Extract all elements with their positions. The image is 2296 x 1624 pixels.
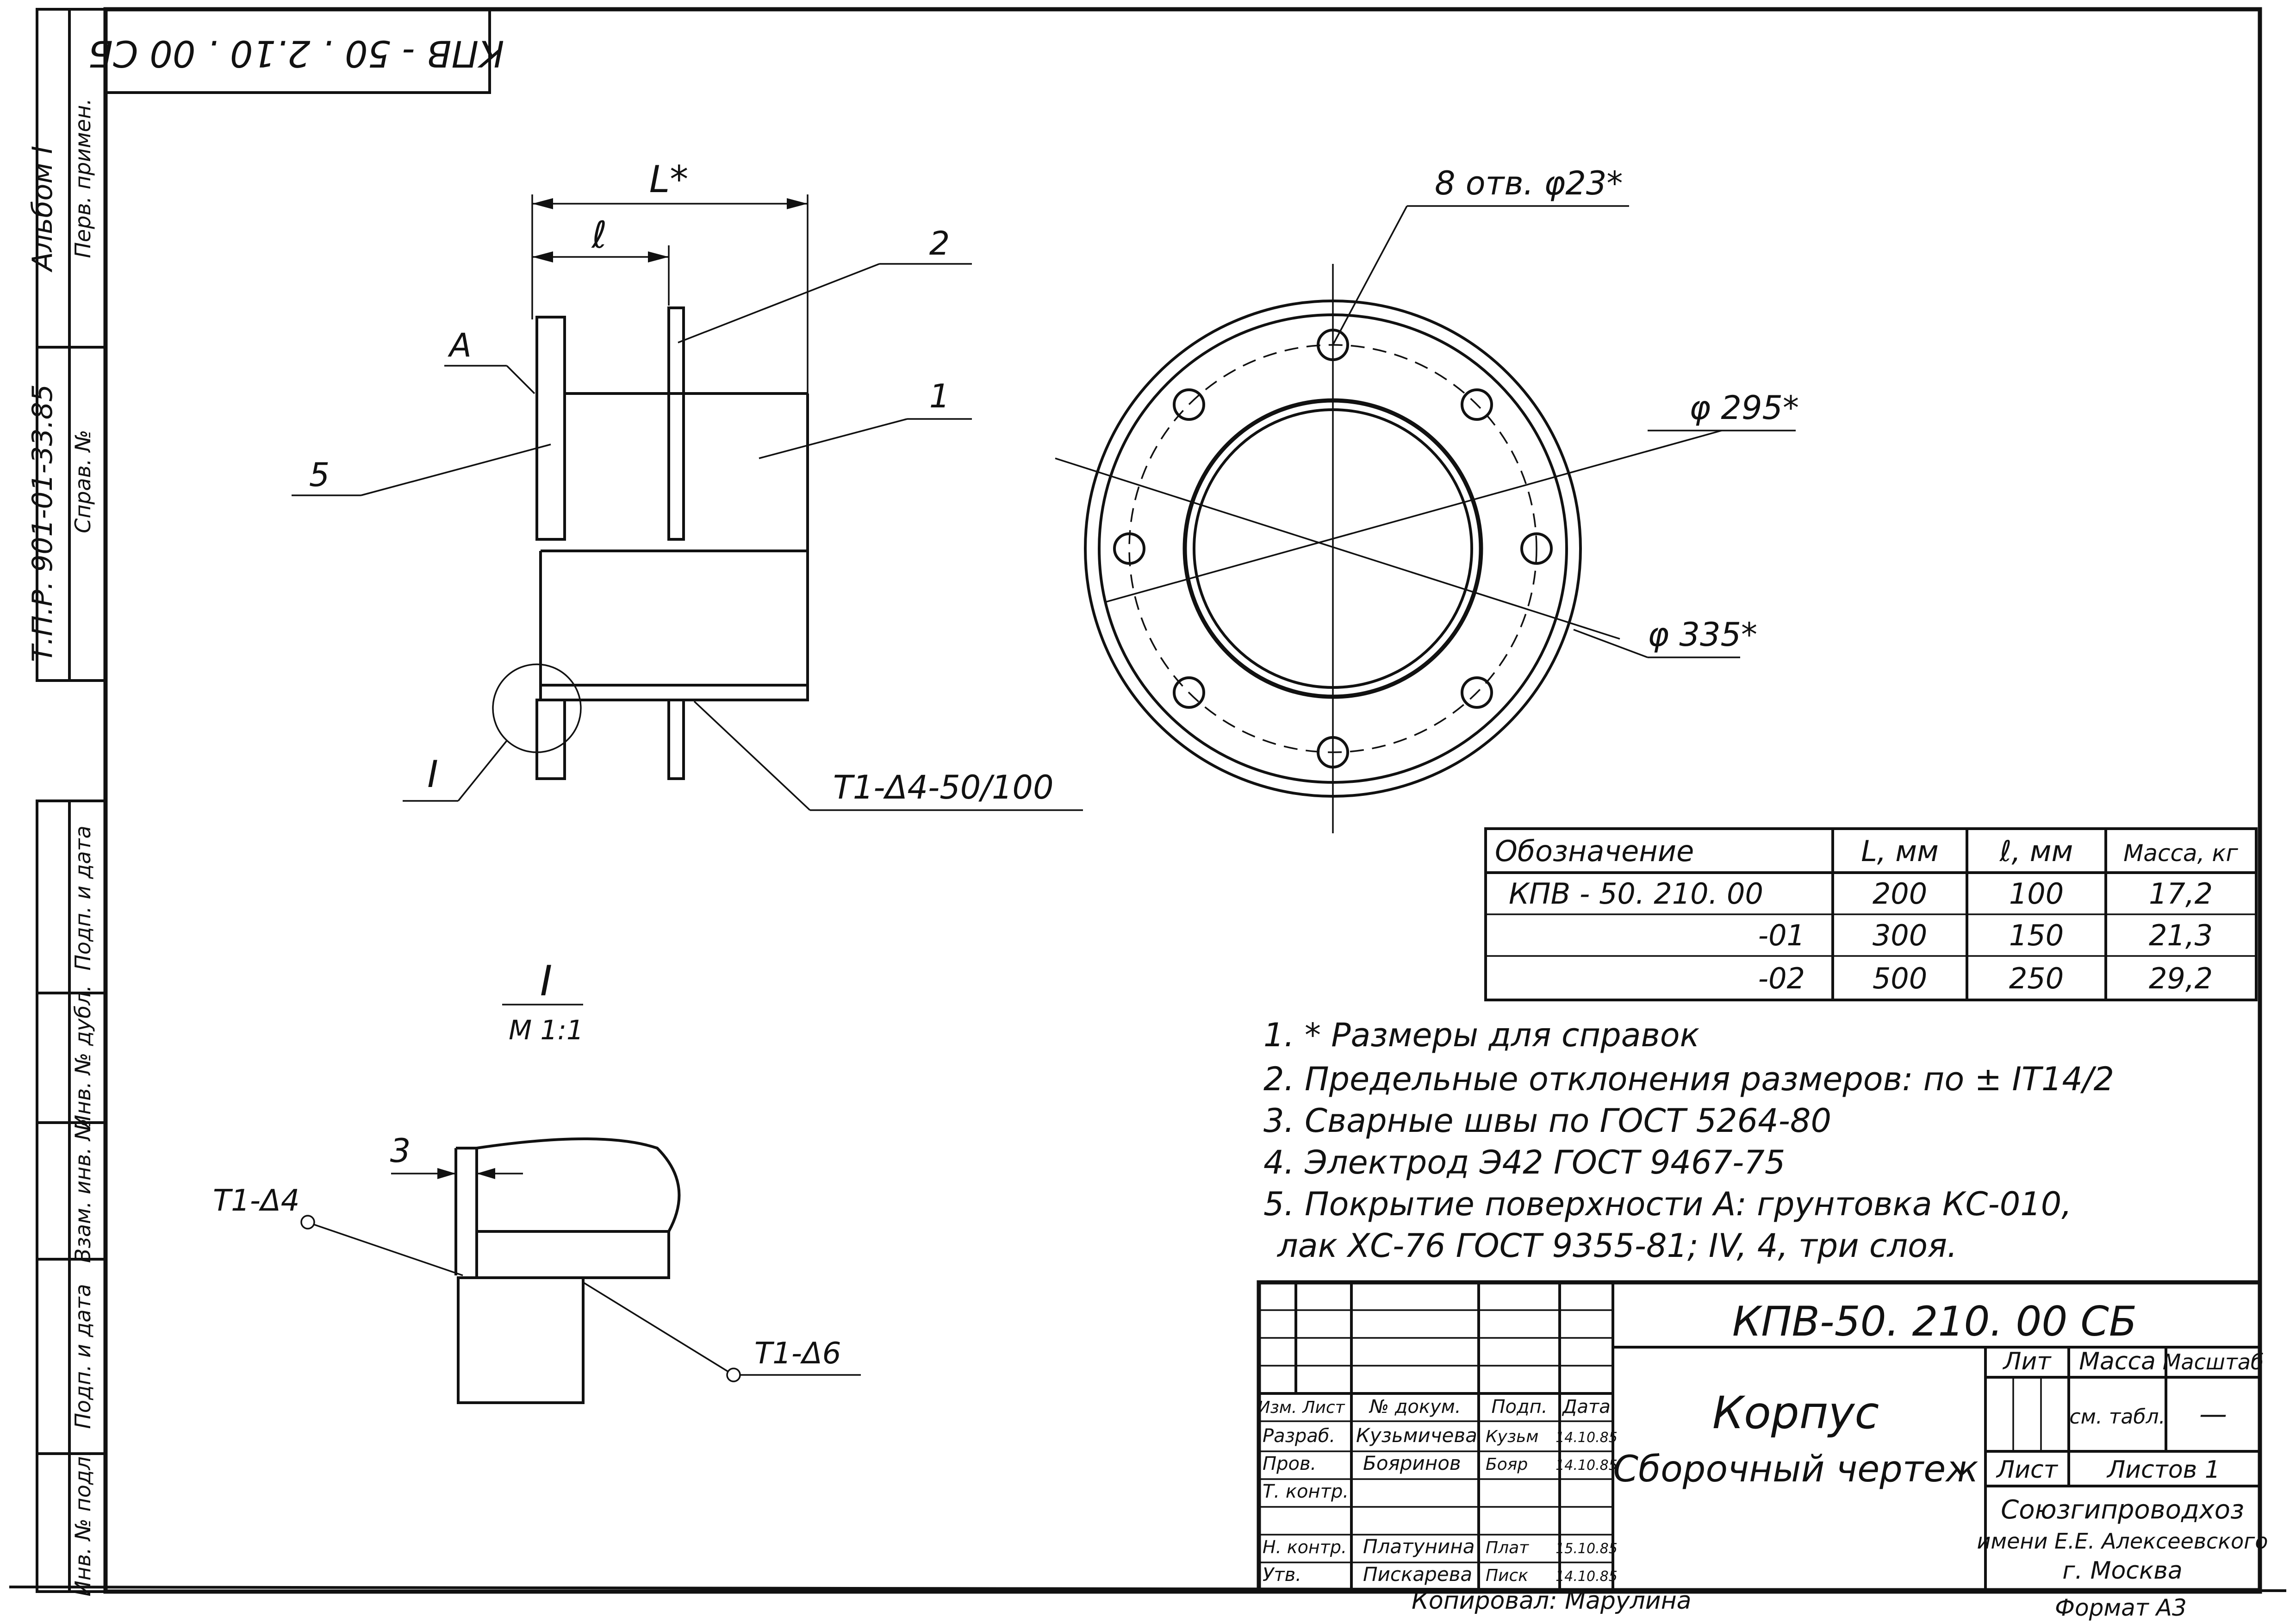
sheet-frame (9, 7, 2287, 1594)
tb-masshtab-value: — (2199, 1398, 2227, 1430)
tb-role-4: Утв. (1263, 1564, 1301, 1586)
tb-name-1-person: Бояринов (1363, 1452, 1461, 1474)
corner-stamp: КПВ - 50 . 2.10 . 00 СБ (88, 8, 504, 94)
detail-I: I М 1:1 3 Т1-Δ4 Т1-Δ6 (213, 957, 861, 1404)
tb-designation: КПВ-50. 210. 00 СБ (1732, 1298, 2137, 1345)
perv-primen-label: Перв. примен. (70, 98, 95, 258)
album-label: Альбом I (26, 146, 59, 273)
pos-A: А (448, 326, 472, 364)
tb-org-1: Союзгипроводхоз (2001, 1495, 2244, 1525)
tbl-r1-l: 150 (2009, 918, 2064, 952)
technical-notes: 1. * Размеры для справок 2. Предельные о… (1263, 1016, 2114, 1265)
variants-table: Обозначение L, мм ℓ, мм Масса, кг КПВ - … (1484, 827, 2258, 1001)
tb-listov-label: Листов 1 (2106, 1456, 2220, 1484)
tbl-h-L: L, мм (1861, 834, 1939, 868)
tbl-r0-massa: 17,2 (2149, 877, 2213, 911)
format-label: Формат А3 (2055, 1594, 2187, 1621)
tb-lit-label: Лит (2002, 1348, 2052, 1375)
note-5-cont: лак ХС-76 ГОСТ 9355-81; IV, 4, три слоя. (1276, 1227, 1957, 1265)
d335-label: φ 335* (1648, 616, 1757, 654)
tbl-r2-l: 250 (2009, 962, 2064, 995)
left-strip: Альбом I Перв. примен. Т.П.Р. 901-01-33.… (26, 8, 107, 1597)
tb-masshtab-label: Масштаб (2163, 1349, 2264, 1374)
dim-L: L* (649, 158, 689, 201)
tbl-h-massa: Масса, кг (2123, 840, 2238, 867)
detail-title: I (540, 957, 553, 1006)
tbl-r2-oboz: -02 (1758, 962, 1805, 995)
pos-1: 1 (929, 377, 950, 415)
weld-right-label: Т1-Δ6 (754, 1337, 841, 1371)
title-block: КПВ-50. 210. 00 СБ Лит Масса Масштаб см.… (1257, 1280, 2268, 1593)
tbl-r1-L: 300 (1873, 918, 1927, 952)
tb-massa-value: см. табл. (2069, 1405, 2165, 1429)
pos-I: I (427, 753, 438, 796)
detail-scale: М 1:1 (509, 1014, 584, 1046)
inv-dubl-label: Инв. № дубл. (70, 985, 95, 1131)
inv-podl-label: Инв. № подл. (70, 1449, 95, 1596)
tb-role-2: Т. контр. (1263, 1481, 1349, 1502)
podp-data-1-label: Подп. и дата (70, 825, 95, 970)
note-3: 3. Сварные швы по ГОСТ 5264-80 (1263, 1102, 1831, 1140)
dim-l: ℓ (591, 213, 607, 256)
vzam-inv-label: Взам. инв. № (70, 1118, 95, 1263)
note-4: 4. Электрод Э42 ГОСТ 9467-75 (1263, 1143, 1785, 1181)
tbl-r1-oboz: -01 (1758, 918, 1805, 952)
series-label: Т.П.Р. 901-01-33.85 (26, 384, 59, 662)
tb-org-3: г. Москва (2062, 1557, 2183, 1585)
tb-col-izm: Изм. (1258, 1398, 1297, 1417)
tb-date-0: 14.10.85 (1556, 1430, 1618, 1446)
pos-2: 2 (929, 225, 950, 262)
tb-date-3: 15.10.85 (1556, 1541, 1618, 1557)
podp-data-2-label: Подп. и дата (70, 1284, 95, 1429)
tb-massa-label: Масса (2079, 1348, 2156, 1375)
tbl-r2-L: 500 (1873, 962, 1927, 995)
tbl-r1-massa: 21,3 (2149, 918, 2213, 952)
flange-view: 8 отв. φ23* φ 295* φ 335* (1055, 164, 1799, 833)
d295-label: φ 295* (1689, 389, 1799, 427)
tb-col-dokum: № докум. (1369, 1396, 1461, 1418)
copied-by: Копировал: Марулина (1412, 1587, 1692, 1615)
sprav-label: Справ. № (70, 430, 95, 533)
tb-col-podp: Подп. (1491, 1396, 1547, 1418)
tb-org-2: имени Е.Е. Алексеевского (1977, 1529, 2268, 1554)
tb-role-3: Н. контр. (1263, 1537, 1347, 1557)
tb-date-4: 14.10.85 (1556, 1568, 1618, 1585)
tbl-r0-oboz: КПВ - 50. 210. 00 (1509, 877, 1763, 911)
tb-col-list: Лист (1301, 1398, 1345, 1417)
note-1: 1. * Размеры для справок (1263, 1016, 1699, 1054)
bolt-holes (1113, 329, 1553, 768)
tb-role-0: Разраб. (1263, 1425, 1335, 1447)
tb-role-1: Пров. (1263, 1453, 1316, 1474)
tbl-h-l: ℓ, мм (1999, 834, 2073, 868)
pos-5: 5 (309, 456, 330, 494)
tb-sign-4: Писк (1486, 1566, 1528, 1585)
dim-3: 3 (390, 1132, 411, 1170)
tb-sign-1: Бояр (1486, 1455, 1528, 1474)
tb-name-4: Пискарева (1363, 1563, 1472, 1586)
tb-name-0: Кузьмичева (1356, 1424, 1477, 1447)
weld-main-label: Т1-Δ4-50/100 (833, 768, 1054, 806)
corner-stamp-text: КПВ - 50 . 2.10 . 00 СБ (88, 32, 504, 74)
tb-date-1: 14.10.85 (1556, 1457, 1618, 1474)
tbl-r0-L: 200 (1873, 877, 1927, 911)
weld-left-label: Т1-Δ4 (213, 1184, 299, 1218)
tb-list-label: Лист (1996, 1456, 2058, 1484)
tb-col-data: Дата (1562, 1396, 1611, 1418)
tb-sign-0: Кузьм (1486, 1427, 1538, 1446)
tb-name-2: Сборочный чертеж (1613, 1449, 1979, 1490)
main-view: L* ℓ А 5 2 1 (292, 158, 1083, 811)
note-5: 5. Покрытие поверхности А: грунтовка КС-… (1263, 1185, 2072, 1223)
tbl-r2-massa: 29,2 (2149, 962, 2213, 995)
holes-label: 8 отв. φ23* (1435, 164, 1623, 202)
note-2: 2. Предельные отклонения размеров: по ± … (1263, 1060, 2114, 1098)
tbl-r0-l: 100 (2009, 877, 2064, 911)
tbl-h-oboz: Обозначение (1495, 834, 1694, 868)
tb-name-1: Корпус (1712, 1387, 1879, 1439)
tb-name-3: Платунина (1363, 1535, 1475, 1558)
tb-sign-3: Плат (1486, 1538, 1529, 1557)
